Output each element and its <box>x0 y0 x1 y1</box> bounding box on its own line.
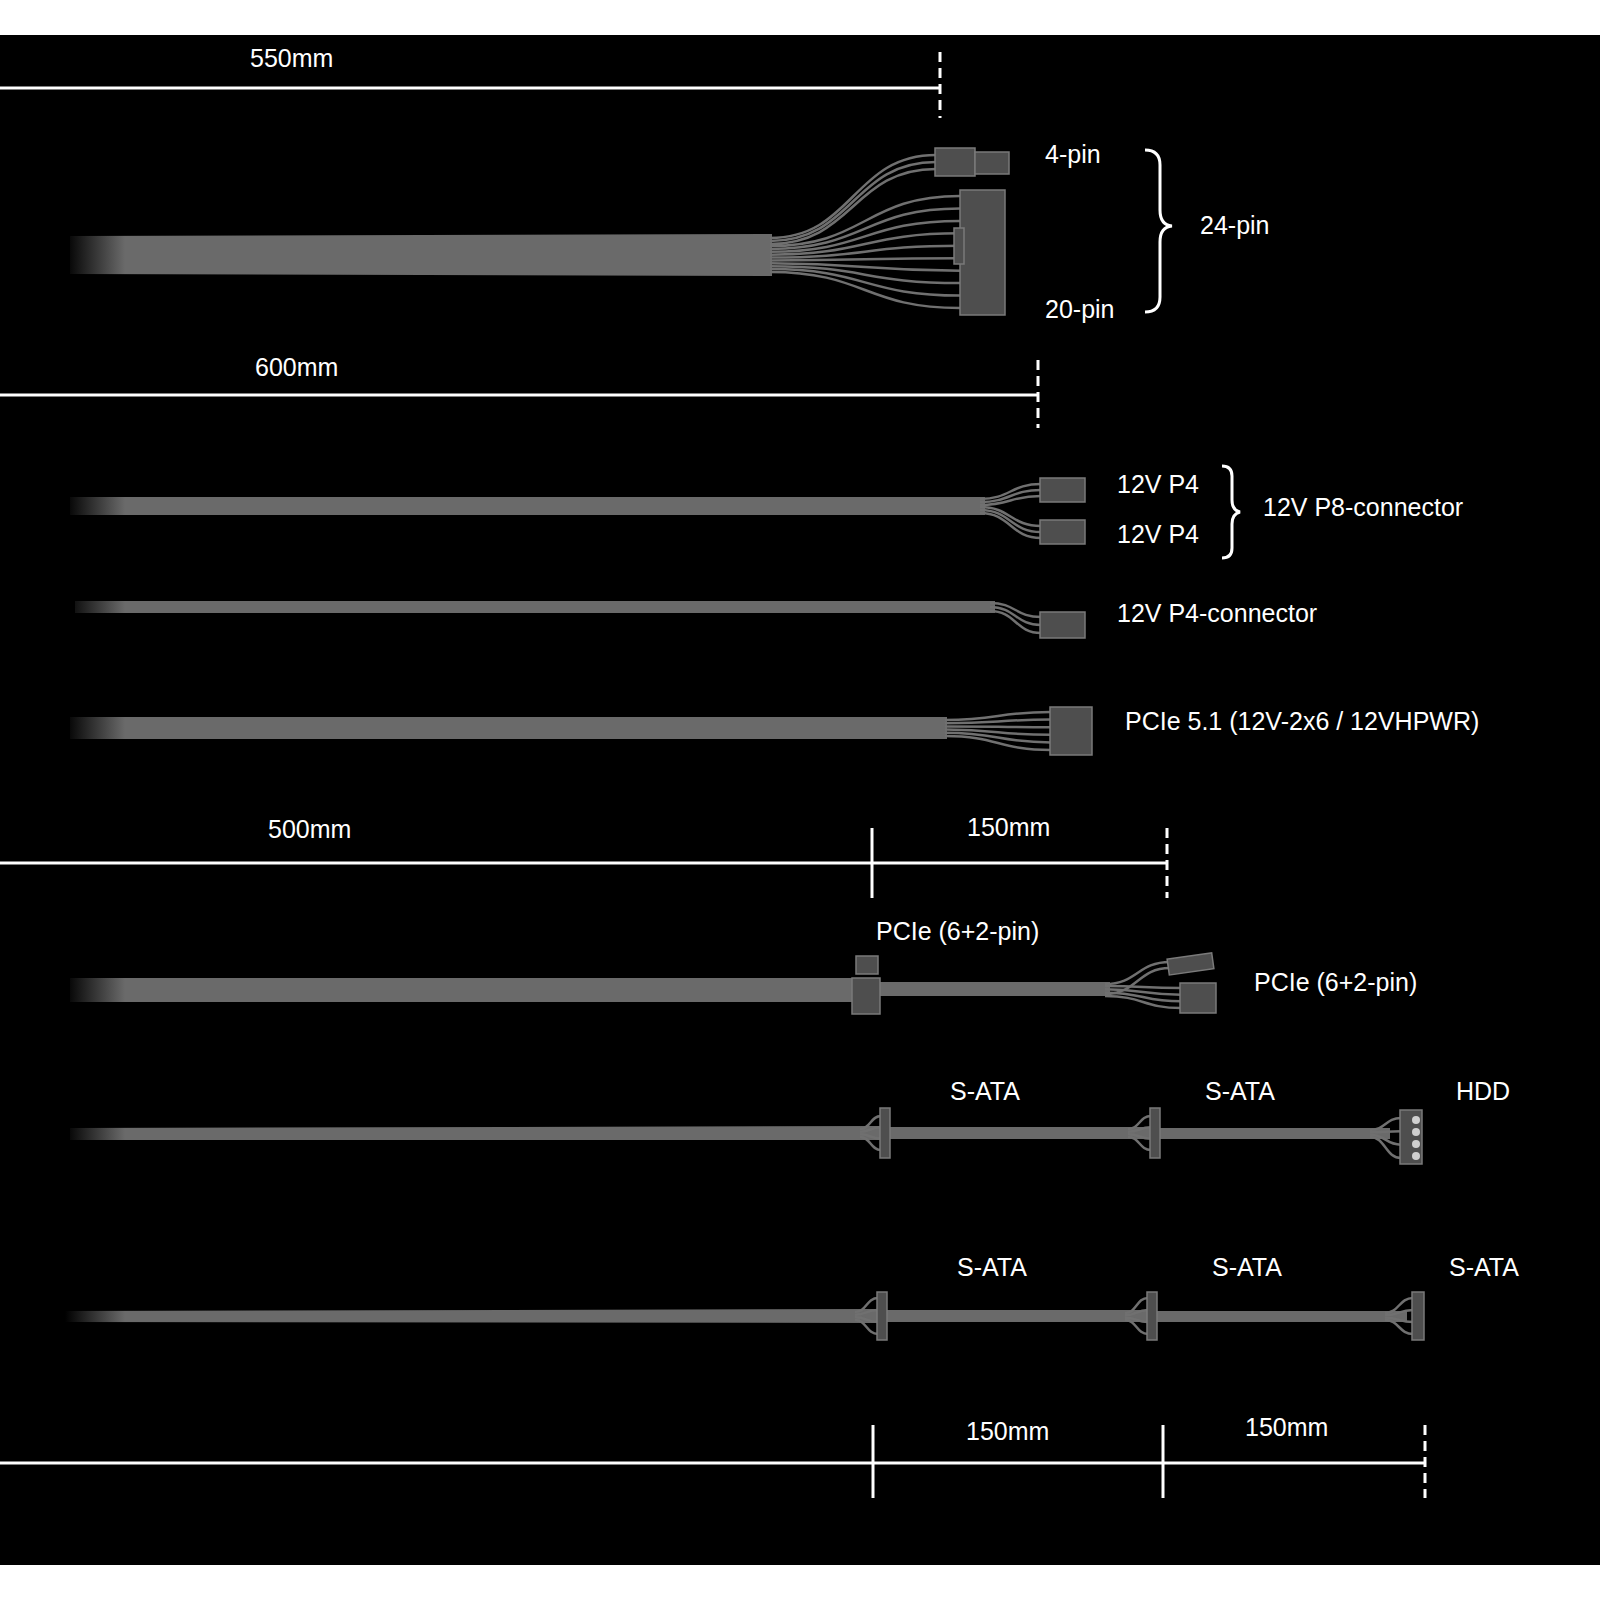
wire <box>1125 1310 1148 1315</box>
dimension-label: 150mm <box>1245 1414 1328 1442</box>
connector-label: 12V P4-connector <box>1117 600 1317 628</box>
wire <box>1370 1118 1401 1130</box>
connector-label: HDD <box>1456 1078 1510 1106</box>
wire <box>855 1320 878 1334</box>
wire <box>860 1127 881 1131</box>
connectors <box>852 148 1424 1340</box>
wire <box>770 246 960 258</box>
cable-segments <box>880 982 1407 1322</box>
wire <box>945 720 1051 724</box>
wire <box>990 611 1041 633</box>
wire <box>1128 1127 1151 1131</box>
wire <box>1370 1135 1401 1145</box>
wire <box>945 736 1051 750</box>
dimension-label: 150mm <box>967 814 1050 842</box>
pin-label: 24-pin <box>1200 212 1270 240</box>
wire <box>1128 1137 1151 1150</box>
cable-bodies <box>65 234 995 1323</box>
wire <box>1385 1310 1413 1315</box>
connector-label: 12V P8-connector <box>1263 494 1463 522</box>
pin-label: 4-pin <box>1045 141 1101 169</box>
wire <box>945 725 1051 728</box>
wire <box>1125 1320 1148 1334</box>
wire <box>1370 1137 1401 1158</box>
dimension-lines <box>0 52 1425 1498</box>
connector-label: S-ATA <box>1449 1254 1519 1282</box>
wire <box>855 1310 878 1315</box>
connector-label: S-ATA <box>950 1078 1020 1106</box>
wire <box>1370 1131 1401 1132</box>
wire <box>770 272 960 308</box>
wire <box>1105 986 1181 988</box>
wire <box>770 266 960 283</box>
wire <box>1385 1320 1413 1334</box>
fan-wires <box>770 155 1413 1334</box>
dimension-label: 550mm <box>250 45 333 73</box>
connector-label: PCIe 5.1 (12V-2x6 / 12VHPWR) <box>1125 708 1479 736</box>
dimension-label: 150mm <box>966 1418 1049 1446</box>
wire <box>980 496 1041 505</box>
connector-label: S-ATA <box>957 1254 1027 1282</box>
connector-label: PCIe (6+2-pin) <box>876 918 1039 946</box>
connector-label: S-ATA <box>1212 1254 1282 1282</box>
dimension-label: 600mm <box>255 354 338 382</box>
connector-label: 12V P4 <box>1117 521 1199 549</box>
connector-label: 12V P4 <box>1117 471 1199 499</box>
wire <box>860 1137 881 1150</box>
dimension-label: 500mm <box>268 816 351 844</box>
wire <box>980 513 1041 538</box>
connector-label: PCIe (6+2-pin) <box>1254 969 1417 997</box>
molex-pins <box>1412 1116 1420 1160</box>
wire <box>1105 996 1181 1008</box>
wire <box>770 258 960 260</box>
pin-label: 20-pin <box>1045 296 1115 324</box>
connector-label: S-ATA <box>1205 1078 1275 1106</box>
